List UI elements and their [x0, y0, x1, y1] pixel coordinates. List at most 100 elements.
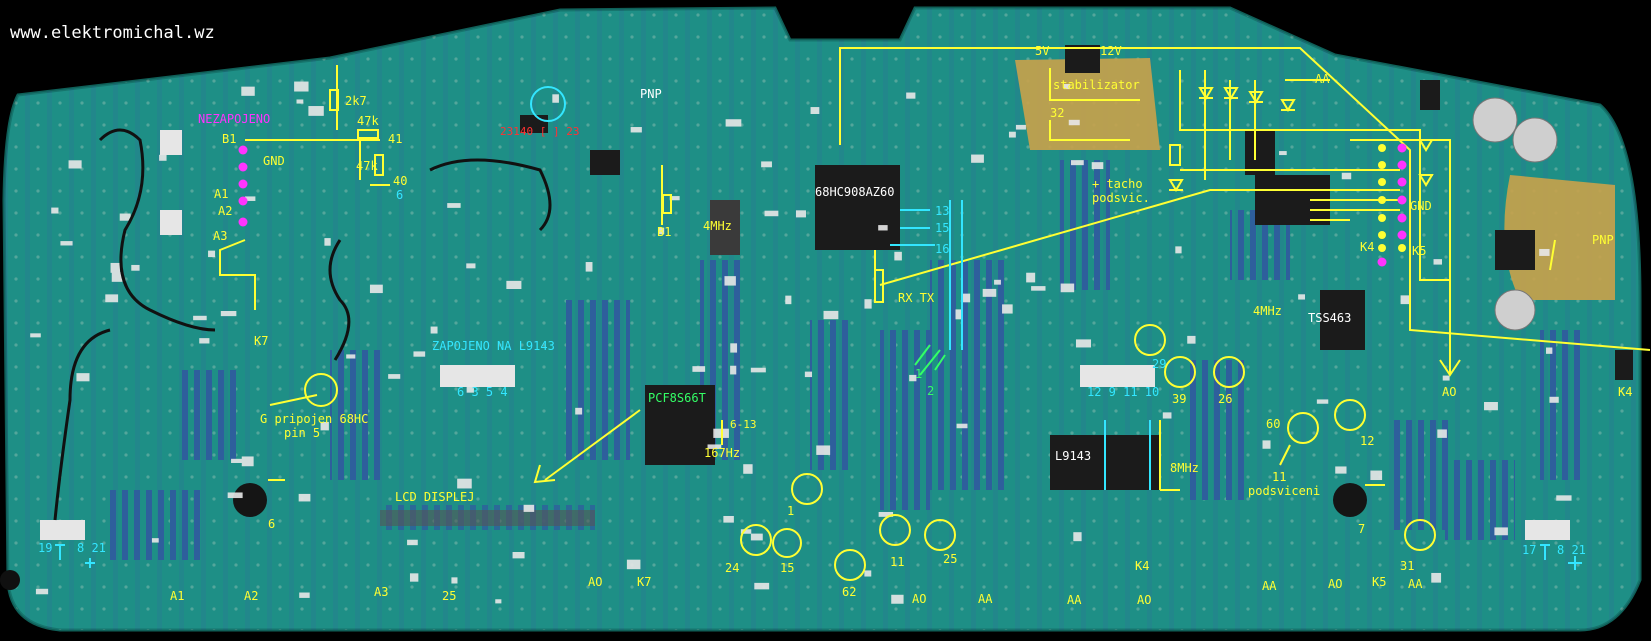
smd-part	[320, 421, 329, 431]
smd-part	[1431, 572, 1442, 583]
label-xtal-4mhz-b: 4MHz	[1253, 304, 1282, 318]
label-n6-bottom: 6	[268, 517, 275, 531]
smd-part	[1187, 335, 1196, 344]
label-n1-yellow: 1	[787, 504, 794, 518]
smd-part	[955, 309, 963, 320]
smd-part	[324, 238, 331, 246]
label-v12: 12V	[1100, 44, 1122, 58]
smd-part	[512, 551, 525, 559]
smd-part	[878, 225, 888, 231]
pin-dot	[1378, 196, 1386, 204]
label-n15-yellow: 15	[780, 561, 794, 575]
smd-part	[159, 154, 167, 161]
pin-dot	[1378, 244, 1386, 252]
pin-dot	[1377, 257, 1387, 267]
pin-dot	[1378, 178, 1386, 186]
label-pins-6-13: 6-13	[730, 418, 757, 431]
smd-part	[707, 444, 722, 449]
smd-part	[1494, 527, 1508, 536]
label-n8-21-left: 8 21	[77, 541, 106, 555]
bottom-label: AO	[1137, 593, 1151, 607]
smd-part	[961, 293, 971, 303]
bottom-label: 25	[442, 589, 456, 603]
chip-gauge-driver-label: L9143	[1055, 449, 1091, 463]
label-r-2k7: 2k7	[345, 94, 367, 108]
smd-part	[906, 92, 916, 99]
label-n13: 13	[935, 204, 949, 218]
bottom-label: AA	[1262, 579, 1277, 593]
smd-part	[241, 456, 254, 467]
smd-part	[1073, 532, 1082, 542]
transistor-circle	[834, 549, 866, 581]
smd-part	[76, 373, 90, 382]
magenta-pin-dots	[238, 143, 1407, 267]
smd-part	[111, 271, 123, 282]
bottom-label: A1	[170, 589, 184, 603]
smd-part	[105, 294, 119, 303]
label-n6-left: 6	[396, 188, 403, 202]
transistor-circle	[1134, 324, 1166, 356]
label-gnd-left: GND	[263, 154, 285, 168]
smd-part	[585, 262, 593, 272]
pin-dot	[238, 217, 248, 227]
pin-dot	[1397, 160, 1407, 170]
label-n19: 19	[38, 541, 52, 555]
label-a2-left: A2	[218, 204, 232, 218]
label-nezapojeno: NEZAPOJENO	[198, 112, 270, 126]
label-xtal-4mhz: 4MHz	[703, 219, 732, 233]
smd-part	[466, 263, 476, 269]
smd-part	[878, 511, 894, 517]
pin-dot	[1397, 177, 1407, 187]
label-n40: 40	[393, 174, 407, 188]
label-gnd-right: GND	[1410, 199, 1432, 213]
smd-part	[1539, 248, 1550, 256]
label-stabilizator: stabilizator	[1053, 78, 1140, 92]
pin-dot	[1378, 161, 1386, 169]
chip-mcu-label: 68HC908AZ60	[815, 185, 894, 199]
smd-part	[658, 227, 665, 235]
label-podsviceni: podsviceni	[1248, 484, 1320, 498]
pin-dot	[1397, 143, 1407, 153]
smd-part	[413, 351, 426, 357]
bottom-label: A3	[374, 585, 388, 599]
label-n16: 16	[935, 242, 949, 256]
smd-part	[506, 280, 522, 290]
label-k4-far: K4	[1618, 385, 1632, 399]
annotation-labels: NEZAPOJENO PNP 23140 [ ] 23 2k7 47k 47k …	[38, 44, 1632, 599]
smd-part	[199, 338, 210, 344]
label-tacho-1: + tacho	[1092, 177, 1143, 191]
label-ao-right: AO	[1442, 385, 1456, 399]
smd-part	[730, 343, 738, 353]
smd-part	[227, 492, 243, 499]
chip-tss-label: TSS463	[1308, 311, 1351, 325]
label-g-pripojen-2: pin 5	[284, 426, 320, 440]
smd-part	[1549, 396, 1559, 403]
label-zapojeno: ZAPOJENO NA L9143	[432, 339, 555, 353]
transistor-circle	[1164, 356, 1196, 388]
smd-part	[956, 423, 968, 429]
black-wire	[53, 128, 552, 521]
smd-part	[294, 81, 309, 92]
board-pattern	[4, 8, 1640, 630]
smd-part	[1400, 295, 1411, 305]
pin-dot	[1397, 230, 1407, 240]
smd-part	[754, 582, 770, 590]
label-n39: 39	[1172, 392, 1186, 406]
smd-part	[231, 458, 246, 463]
smd-part	[110, 262, 121, 273]
smd-part	[495, 599, 502, 604]
smd-part	[1335, 466, 1347, 474]
smd-part	[692, 366, 706, 372]
smd-part	[785, 295, 792, 305]
bottom-label: AO	[588, 575, 602, 589]
pin-dot	[238, 162, 248, 172]
smd-part	[823, 310, 839, 320]
bottom-label: AA	[1067, 593, 1082, 607]
smd-part	[299, 592, 310, 598]
smd-part	[630, 127, 642, 133]
label-v5: 5V	[1035, 44, 1049, 58]
components	[0, 45, 1633, 590]
smd-part	[1060, 283, 1075, 293]
smd-part	[1070, 160, 1084, 166]
transistor-circle	[772, 528, 802, 558]
